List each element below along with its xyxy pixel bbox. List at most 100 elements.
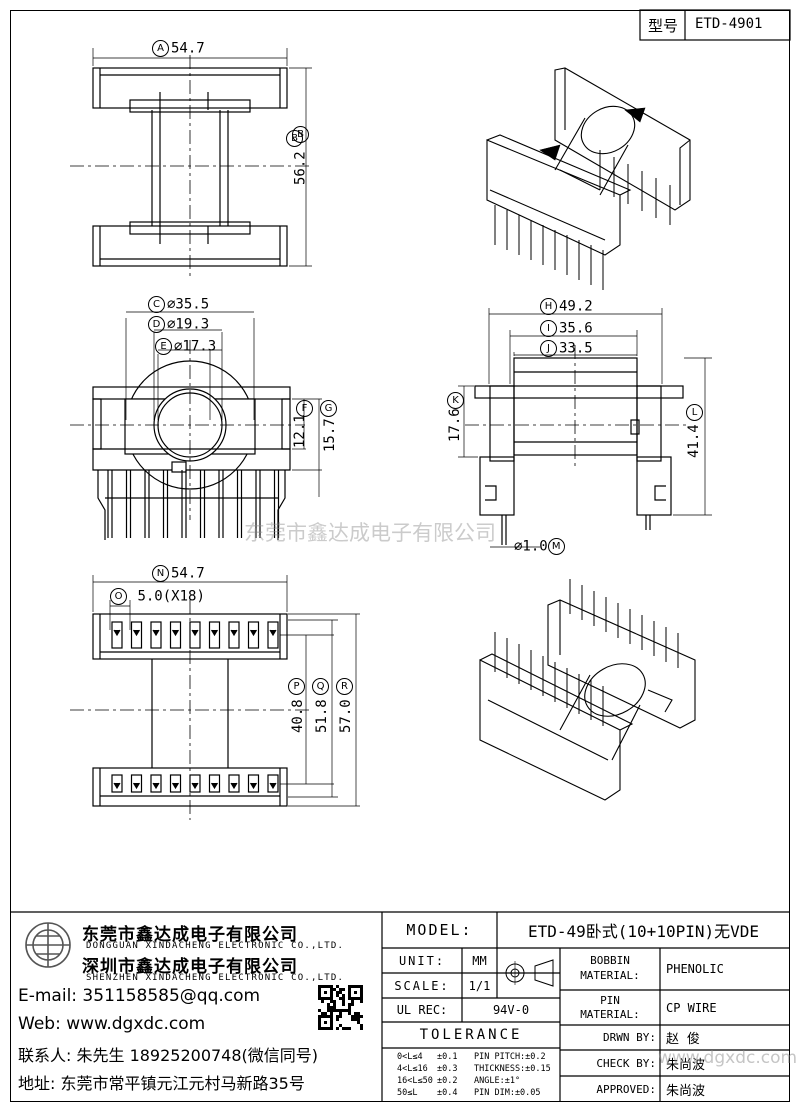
dim-k: 17.6 [447,408,463,442]
qr-module [318,1024,321,1027]
qr-module [318,1018,321,1021]
front-view [70,311,322,540]
pin-slot [247,774,260,793]
dim-g-letter: G [320,398,339,417]
qr-module [336,1009,339,1012]
tolerance-tol: ±0.3 [437,1064,458,1074]
pin-slot [130,774,143,793]
pin-slot [267,621,279,649]
model-number: ETD-4901 [695,16,763,32]
qr-module [354,985,357,988]
qr-module [354,1018,357,1021]
pin-slot [169,621,182,649]
isometric-view-top [486,67,691,256]
qr-module [339,997,342,1000]
tb-approved-label: APPROVED: [596,1082,656,1096]
dim-p-letter: P [288,676,307,695]
qr-module [342,1009,345,1012]
qr-module [330,988,333,991]
qr-module [330,985,333,988]
side-view [458,308,712,548]
qr-module [330,1018,333,1021]
company-web[interactable]: Web: www.dgxdc.com [18,1014,206,1034]
qr-module [336,985,339,988]
company-address: 地址: 东莞市常平镇元江元村马新路35号 [18,1074,305,1093]
qr-module [360,1015,363,1018]
qr-module [330,1012,333,1015]
front-view-pins [107,470,280,538]
qr-module [348,1009,351,1012]
qr-module [354,1015,357,1018]
qr-module [336,994,339,997]
isometric-bottom-pins [494,579,679,726]
pin-slot [130,621,143,649]
tolerance-range: 16<L≤50 [397,1076,433,1086]
qr-module [339,988,342,991]
tb-model-value: ETD-49卧式(10+10PIN)无VDE [527,922,760,941]
drawing-frame [10,10,790,1102]
first-angle-projection-icon [503,959,554,987]
tb-pin-value: CP WIRE [666,1000,717,1015]
pin-marker [132,629,141,637]
qr-module [351,985,354,988]
pin-marker [171,629,180,637]
qr-module [336,1027,339,1030]
tb-bobbin-value: PHENOLIC [666,962,724,976]
pin-marker [171,782,180,790]
qr-module [330,997,333,1000]
dim-g: 15.7 [322,418,338,452]
qr-module [348,985,351,988]
dim-d: D⌀19.3 [148,316,209,333]
qr-module [327,1027,330,1030]
qr-module [330,994,333,997]
qr-module [321,1027,324,1030]
title-block [10,911,790,1102]
tb-pin-label-2: MATERIAL: [580,1008,640,1021]
isometric-top-pins [494,150,671,290]
tb-scale-label: SCALE: [394,978,450,993]
qr-module [318,985,321,988]
pin-slot [111,621,123,649]
qr-module [336,1015,339,1018]
tolerance-tol: ±0.2 [437,1076,458,1086]
pin-slot [111,774,123,793]
qr-module [321,1015,324,1018]
tolerance-item: PIN DIM:±0.05 [474,1088,541,1098]
qr-module [357,1015,360,1018]
qr-module [348,1006,351,1009]
model-label: 型号 [648,17,679,35]
qr-module [360,997,363,1000]
qr-code-icon [318,985,363,1030]
qr-module [360,1000,363,1003]
tb-pin-label-1: PIN [600,994,620,1007]
tb-ul-label: UL REC: [396,1003,448,1017]
dim-e: E⌀17.3 [155,338,216,355]
qr-module [321,997,324,1000]
qr-module [327,1003,330,1006]
qr-module [330,1006,333,1009]
pin-slot [189,621,201,649]
dim-o: O 5.0(X18) [110,588,205,605]
qr-module [360,985,363,988]
qr-module [342,1000,345,1003]
tb-drawn-value: 赵 俊 [666,1032,700,1047]
qr-module [327,1009,330,1012]
tolerance-range: 0<L≤4 [397,1052,423,1062]
pin-marker [230,782,238,790]
tb-drawn-label: DRWN BY: [603,1031,656,1044]
pin-slot [267,774,279,793]
qr-module [339,1012,342,1015]
qr-module [318,994,321,997]
qr-module [357,1012,360,1015]
qr-module [324,1021,327,1024]
qr-module [360,1027,363,1030]
qr-module [321,1000,324,1003]
top-view [70,48,312,280]
company-email[interactable]: E-mail: 351158585@qq.com [18,986,261,1006]
dim-r-letter: R [336,676,355,695]
qr-module [354,991,357,994]
